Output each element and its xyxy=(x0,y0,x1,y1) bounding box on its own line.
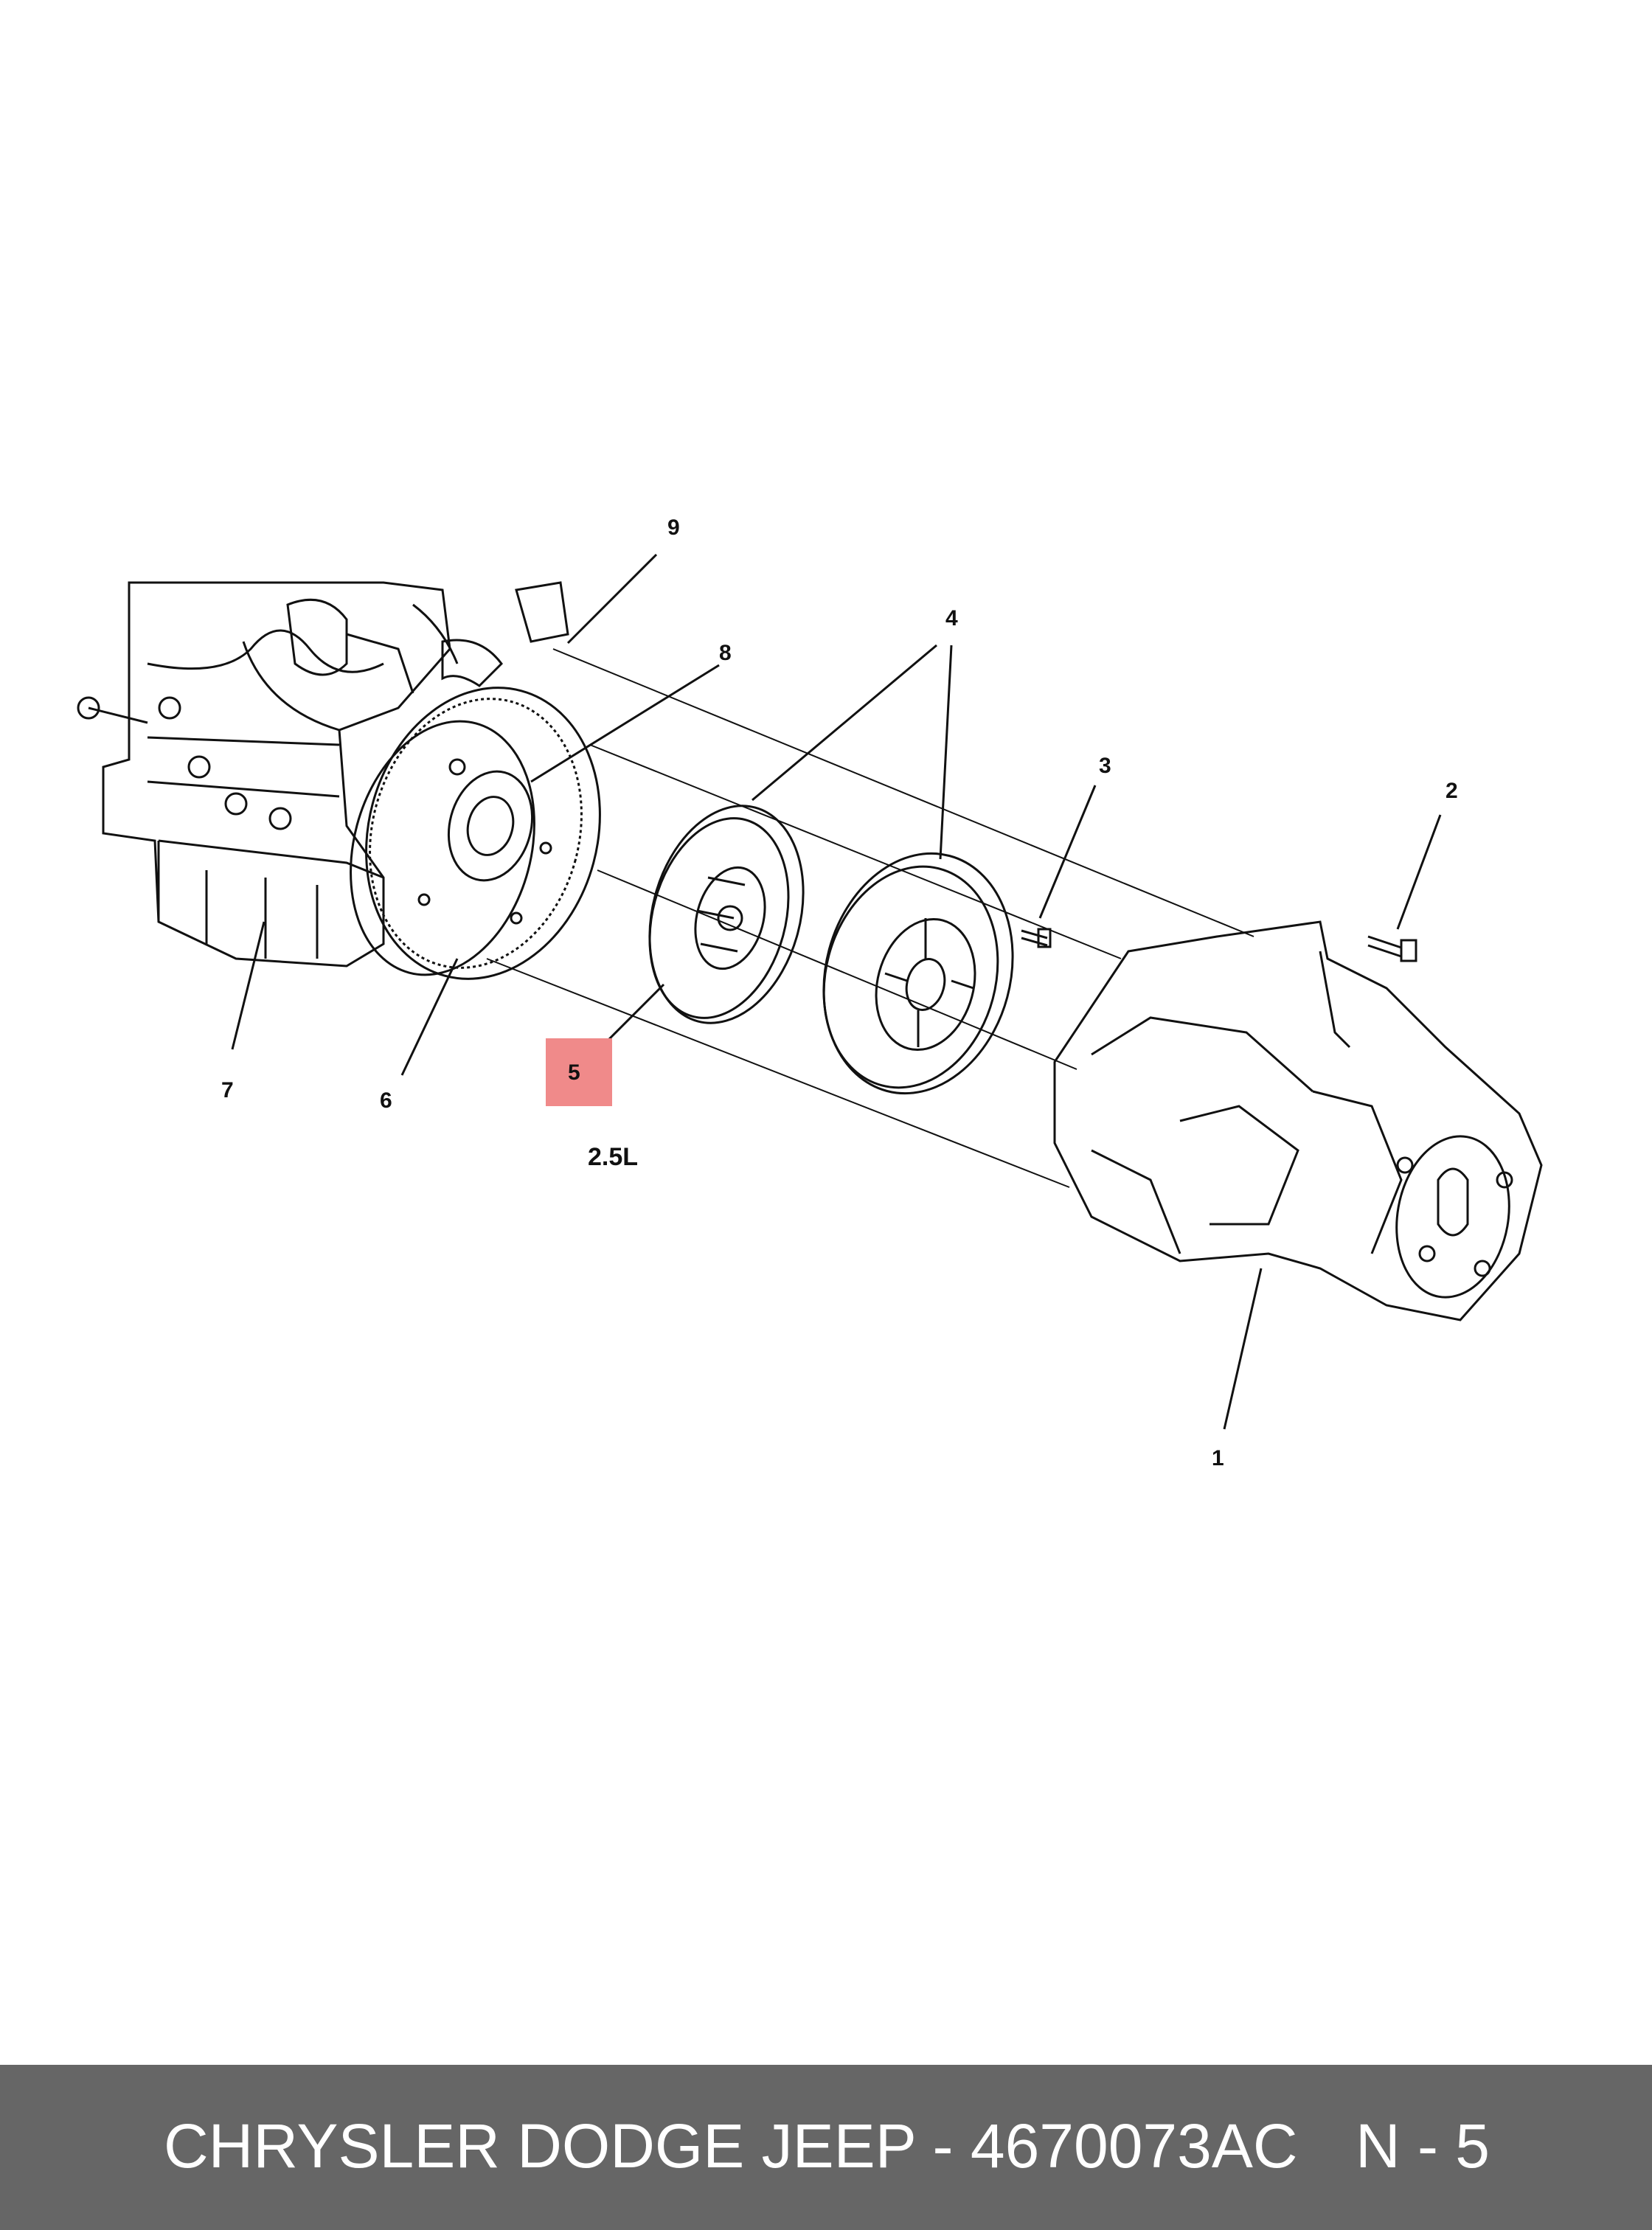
transmission-illustration xyxy=(1053,920,1543,1321)
callout-7: 7 xyxy=(221,1078,234,1102)
pressure-plate-illustration xyxy=(822,852,1014,1095)
callout-2: 2 xyxy=(1446,779,1458,803)
callout-1: 1 xyxy=(1212,1446,1224,1470)
callout-4: 4 xyxy=(945,606,958,631)
highlight-box xyxy=(546,1038,612,1106)
bolt-illustration-2 xyxy=(1367,935,1417,962)
callout-9: 9 xyxy=(667,515,680,540)
callout-8: 8 xyxy=(719,641,732,665)
flywheel-illustration xyxy=(350,687,601,980)
callout-reference-label: N - 5 xyxy=(1356,2111,1490,2181)
engine-block-illustration xyxy=(77,581,569,968)
clutch-disc-illustration xyxy=(648,805,805,1024)
callout-3: 3 xyxy=(1099,754,1111,778)
bolt-illustration xyxy=(1021,928,1052,948)
alignment-lines xyxy=(486,648,1254,1188)
footer-bar: CHRYSLER DODGE JEEP - 4670073AC N - 5 xyxy=(0,2065,1652,2230)
callout-5: 5 xyxy=(568,1060,580,1085)
leader-lines xyxy=(231,553,1442,1430)
engine-variant-label: 2.5L xyxy=(588,1143,638,1171)
callout-6: 6 xyxy=(380,1088,392,1113)
part-number-label: CHRYSLER DODGE JEEP - 4670073AC xyxy=(164,2111,1298,2181)
exploded-parts-diagram: 9 4 8 3 2 5 7 6 1 2.5L xyxy=(77,515,1543,1470)
